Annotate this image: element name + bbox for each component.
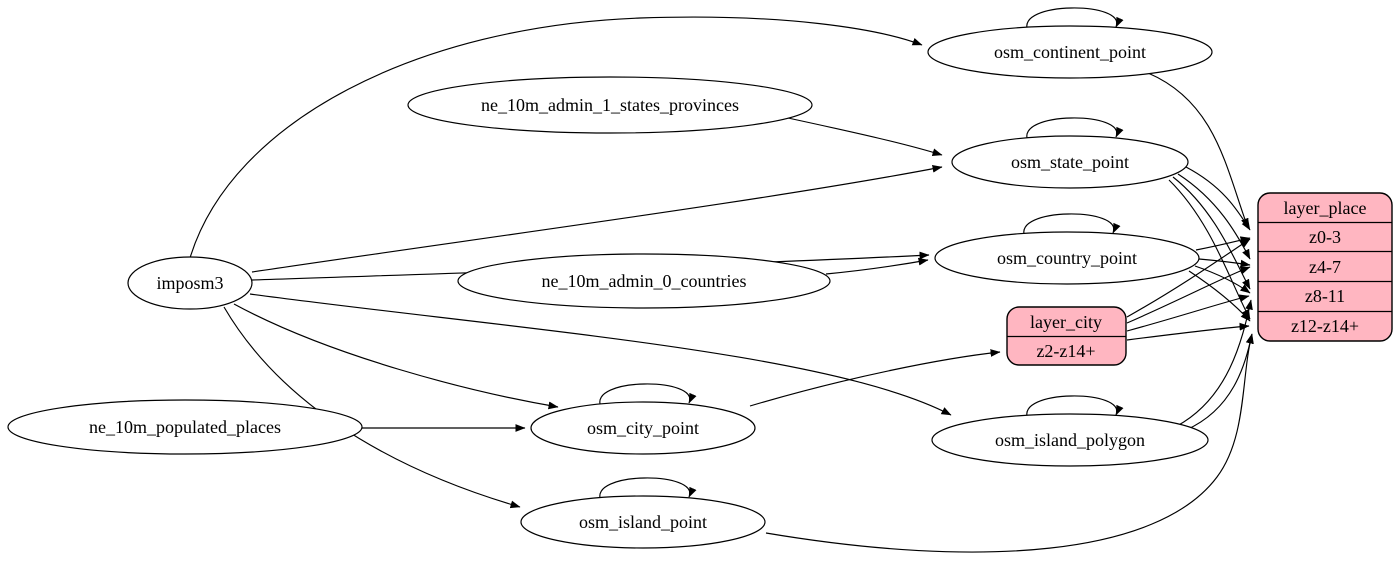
imposm3-shape bbox=[127, 256, 253, 310]
ne-countries-shape bbox=[457, 253, 831, 309]
node-osm-city-point: osm_city_point bbox=[530, 401, 756, 455]
ne-places-label: ne_10m_populated_places bbox=[89, 417, 281, 437]
edge-country-z4-7 bbox=[1198, 258, 1251, 268]
edge-city-layercity bbox=[749, 349, 1001, 407]
continent-shape bbox=[927, 25, 1213, 79]
node-osm-state-point: osm_state_point bbox=[951, 135, 1189, 189]
country-label: osm_country_point bbox=[997, 248, 1137, 268]
selfloop-island-polygon bbox=[1026, 395, 1124, 420]
ne-countries-label: ne_10m_admin_0_countries bbox=[542, 271, 747, 291]
island-point-shape bbox=[520, 495, 766, 549]
layer-place-row-z0-3: z0-3 bbox=[1309, 227, 1341, 247]
layer-place-row-z4-7: z4-7 bbox=[1309, 257, 1341, 277]
selfloop-state bbox=[1026, 117, 1124, 142]
layer-city-title: layer_city bbox=[1030, 312, 1102, 332]
node-ne-10m-admin-0-countries: ne_10m_admin_0_countries bbox=[457, 253, 831, 309]
ne-places-shape bbox=[7, 399, 363, 455]
edges bbox=[189, 7, 1254, 553]
ne-states-shape bbox=[407, 76, 813, 134]
edge-imposm3-state bbox=[251, 164, 943, 273]
edge-country-z8-11 bbox=[1194, 265, 1251, 294]
layer-place-box bbox=[1257, 192, 1393, 342]
edge-state-z0-3 bbox=[1185, 166, 1251, 231]
edge-country-z12-z14 bbox=[1188, 270, 1251, 322]
selfloop-island-point bbox=[599, 477, 697, 502]
edge-islandpolygon-z12-z14 bbox=[1185, 333, 1254, 431]
node-osm-continent-point: osm_continent_point bbox=[927, 25, 1213, 79]
edge-layercity-z4-7 bbox=[1126, 266, 1251, 324]
edge-layercity-z12-z14 bbox=[1126, 322, 1250, 341]
city-shape bbox=[530, 401, 756, 455]
selfloop-continent bbox=[1026, 7, 1124, 32]
node-osm-island-polygon: osm_island_polygon bbox=[931, 413, 1209, 467]
state-shape bbox=[951, 135, 1189, 189]
node-imposm3: imposm3 bbox=[127, 256, 253, 310]
edge-layercity-z0-3 bbox=[1126, 238, 1251, 318]
edge-continent-z0-3 bbox=[1147, 72, 1249, 229]
layer-place-row-z12-z14: z12-z14+ bbox=[1291, 316, 1359, 336]
node-osm-island-point: osm_island_point bbox=[520, 495, 766, 549]
layer-city-row-z2-z14: z2-z14+ bbox=[1036, 341, 1095, 361]
edge-islandpolygon-z8-11 bbox=[1176, 299, 1253, 427]
edge-imposm3-continent bbox=[189, 16, 923, 259]
edge-imposm3-city bbox=[233, 303, 559, 410]
node-ne-10m-admin-1-states-provinces: ne_10m_admin_1_states_provinces bbox=[407, 76, 813, 134]
state-label: osm_state_point bbox=[1011, 152, 1129, 172]
nodes: imposm3 ne_10m_admin_1_states_provinces … bbox=[7, 25, 1213, 549]
edge-imposm3-island-polygon bbox=[249, 293, 952, 416]
edge-necountries-country bbox=[825, 257, 929, 275]
continent-label: osm_continent_point bbox=[994, 42, 1146, 62]
edge-layercity-z8-11 bbox=[1126, 294, 1250, 332]
node-osm-country-point: osm_country_point bbox=[934, 231, 1200, 285]
layer-place-title: layer_place bbox=[1284, 198, 1367, 218]
imposm3-label: imposm3 bbox=[156, 273, 223, 293]
selfloop-country bbox=[1023, 213, 1121, 238]
node-ne-10m-populated-places: ne_10m_populated_places bbox=[7, 399, 363, 455]
country-shape bbox=[934, 231, 1200, 285]
edge-imposm3-island-point bbox=[223, 306, 521, 509]
record-layer-city: layer_city z2-z14+ bbox=[1006, 306, 1127, 366]
edge-state-z12-z14 bbox=[1168, 179, 1251, 320]
island-polygon-shape bbox=[931, 413, 1209, 467]
edge-state-z8-11 bbox=[1172, 176, 1251, 290]
edge-islandpoint-z12-z14 bbox=[765, 333, 1254, 553]
ne-states-label: ne_10m_admin_1_states_provinces bbox=[481, 95, 739, 115]
record-layer-place: layer_place z0-3 z4-7 z8-11 z12-z14+ bbox=[1257, 192, 1393, 342]
island-polygon-label: osm_island_polygon bbox=[995, 430, 1145, 450]
selfloop-city bbox=[599, 383, 697, 408]
edge-nestates-state bbox=[787, 117, 943, 156]
island-point-label: osm_island_point bbox=[579, 512, 707, 532]
city-label: osm_city_point bbox=[587, 418, 699, 438]
layer-place-row-z8-11: z8-11 bbox=[1305, 286, 1345, 306]
edge-state-z4-7 bbox=[1177, 173, 1251, 260]
